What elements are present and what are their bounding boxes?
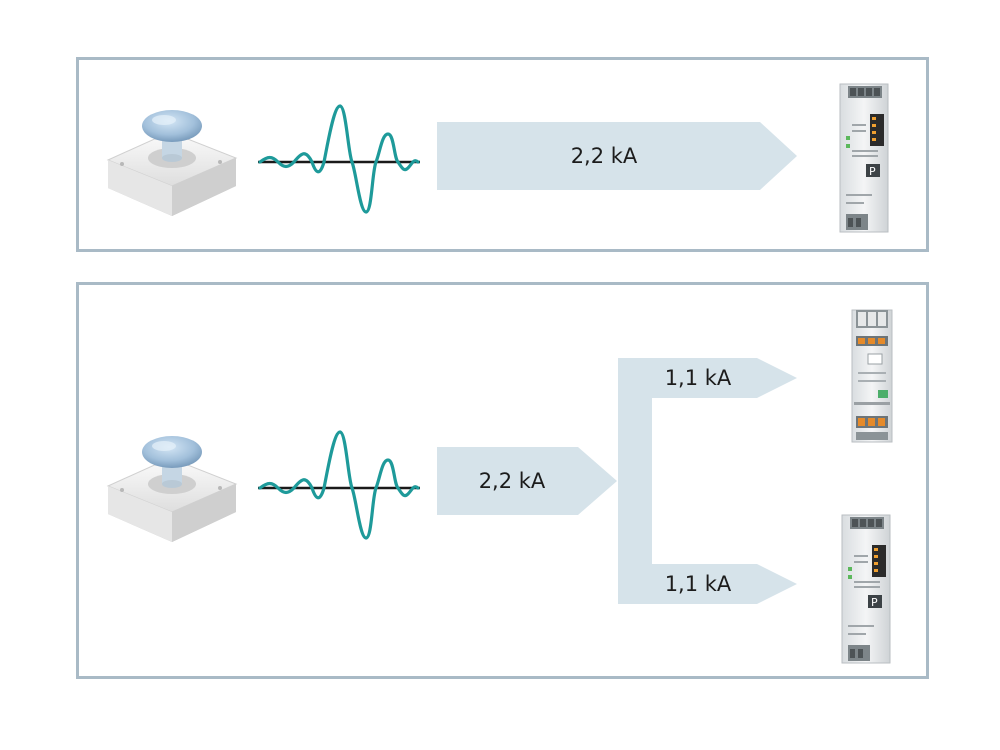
input-current-arrow xyxy=(437,447,617,515)
branch-splitter-arrows xyxy=(618,358,797,604)
emergency-stop-button-icon xyxy=(107,109,237,217)
surge-wave-icon xyxy=(256,430,422,540)
surge-wave-icon xyxy=(256,104,422,214)
current-arrow-2-2ka xyxy=(437,122,797,190)
branch-lower-label: 1,1 kA xyxy=(665,572,732,596)
branch-upper-label: 1,1 kA xyxy=(665,366,732,390)
power-supply-module-icon xyxy=(839,83,889,233)
emergency-stop-button-icon xyxy=(107,435,237,543)
input-current-label: 2,2 kA xyxy=(479,469,546,493)
power-supply-module-icon xyxy=(841,514,891,664)
surge-protection-module-icon xyxy=(851,309,893,443)
current-label: 2,2 kA xyxy=(571,144,638,168)
